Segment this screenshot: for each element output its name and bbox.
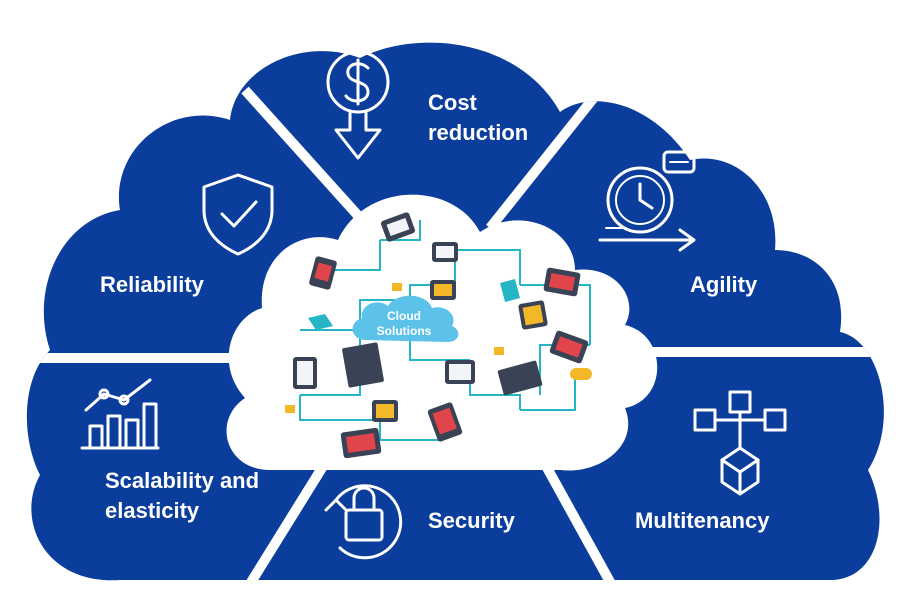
cost-reduction-label-line2: reduction xyxy=(428,120,529,145)
cloud-solutions-label-line1: Cloud xyxy=(387,309,421,323)
cost-reduction-label: Cost reduction xyxy=(428,88,558,148)
agility-label: Agility xyxy=(690,272,758,297)
scalability-label-line2: elasticity xyxy=(105,498,200,523)
shield-check-icon xyxy=(202,173,274,256)
security-label: Security xyxy=(428,508,515,533)
cost-reduction-label-line1: Cost xyxy=(428,90,477,115)
stopwatch-arrow-icon xyxy=(598,150,696,252)
segment-dividers xyxy=(26,86,884,581)
device-icons xyxy=(285,212,592,459)
cloud-solutions-bubble: Cloud Solutions xyxy=(352,295,459,342)
scalability-label-line1: Scalability and xyxy=(105,468,260,493)
growth-chart-icon xyxy=(80,378,160,450)
cloud-solutions-bubble-shape xyxy=(352,295,459,342)
reliability-label: Reliability xyxy=(100,272,204,297)
multitenancy-label: Multitenancy xyxy=(635,508,770,533)
scalability-label: Scalability and elasticity xyxy=(105,466,295,526)
dollar-down-arrow-icon xyxy=(326,50,390,160)
tenant-tree-icon xyxy=(693,390,787,496)
cloud-solutions-label-line2: Solutions xyxy=(377,324,432,338)
padlock-refresh-icon xyxy=(324,484,403,560)
